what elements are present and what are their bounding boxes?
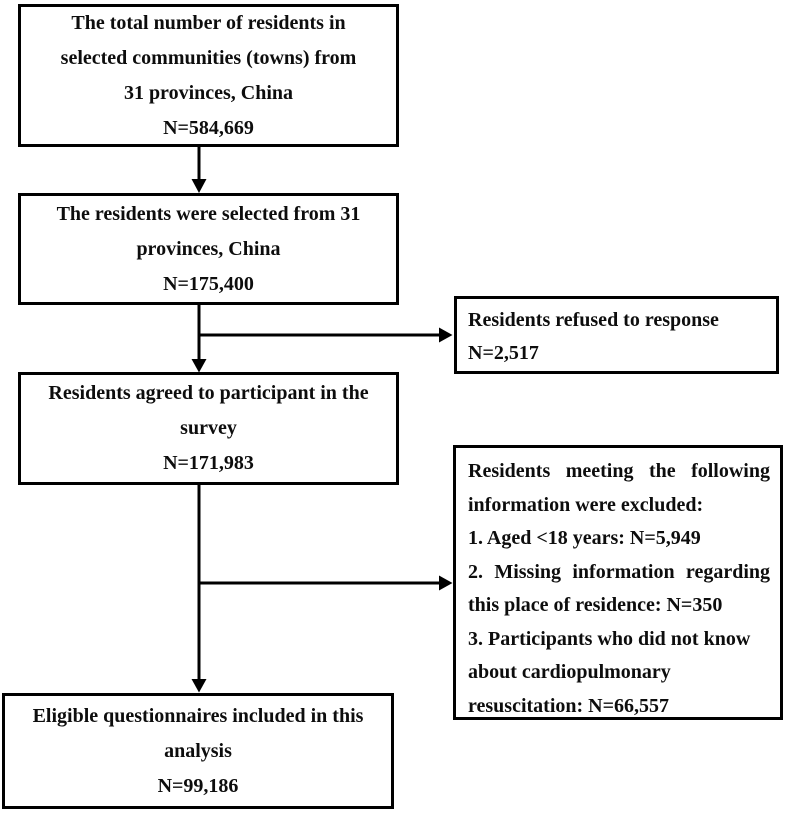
box-excluded-item-3-line-2: about cardiopulmonary [468, 661, 671, 683]
arrowhead-right-icon [439, 327, 453, 343]
box-selected-line-2: provinces, China [136, 237, 281, 260]
box-agreed-line-2: survey [180, 417, 237, 439]
box-refused-to-response: Residents refused to response N=2,517 [454, 296, 779, 374]
box-agreed-count: N=171,983 [163, 452, 254, 474]
box-total-count: N=584,669 [163, 116, 254, 139]
box-refused-line-1: Residents refused to response [468, 309, 719, 331]
box-agreed-to-participate: Residents agreed to participant in the s… [18, 372, 399, 485]
arrow-agreed-to-eligible [191, 485, 207, 693]
arrow-branch-to-excluded [199, 575, 453, 591]
box-agreed-line-1: Residents agreed to participant in the [48, 382, 369, 404]
box-excluded-line-1: Residents meeting the following [468, 460, 770, 482]
box-selected-line-1: The residents were selected from 31 [56, 202, 361, 225]
box-excluded-item-3-count: resuscitation: N=66,557 [468, 694, 670, 717]
arrowhead-right-icon [439, 575, 453, 591]
box-selected-residents: The residents were selected from 31 prov… [18, 193, 399, 305]
box-excluded-item-1: 1. Aged <18 years: N=5,949 [468, 527, 701, 549]
box-eligible-questionnaires: Eligible questionnaires included in this… [2, 693, 394, 809]
box-refused-count: N=2,517 [468, 342, 539, 364]
box-total-line-3: 31 provinces, China [123, 81, 294, 104]
arrowhead-down-icon [191, 359, 207, 373]
box-excluded-item-2-line-1: 2. Missing information regarding [468, 560, 770, 583]
box-exclusion-criteria: Residents meeting the following informat… [453, 445, 783, 720]
arrowhead-down-icon [191, 179, 207, 193]
arrowhead-down-icon [191, 679, 207, 693]
box-total-line-2: selected communities (towns) from [60, 46, 357, 69]
box-excluded-item-2-line-2: this place of residence: N=350 [468, 594, 723, 616]
arrow-branch-to-refused [199, 327, 453, 343]
box-excluded-item-3-line-1: 3. Participants who did not know [468, 627, 751, 650]
box-eligible-count: N=99,186 [157, 774, 239, 797]
box-eligible-line-1: Eligible questionnaires included in this [32, 704, 364, 727]
arrow-total-to-selected [191, 146, 207, 193]
box-total-residents: The total number of residents in selecte… [18, 4, 399, 147]
arrow-selected-to-agreed [191, 305, 207, 373]
box-excluded-line-2: information were excluded: [468, 493, 704, 516]
box-eligible-line-2: analysis [164, 739, 232, 762]
box-total-line-1: The total number of residents in [71, 11, 346, 34]
box-selected-count: N=175,400 [163, 272, 254, 295]
